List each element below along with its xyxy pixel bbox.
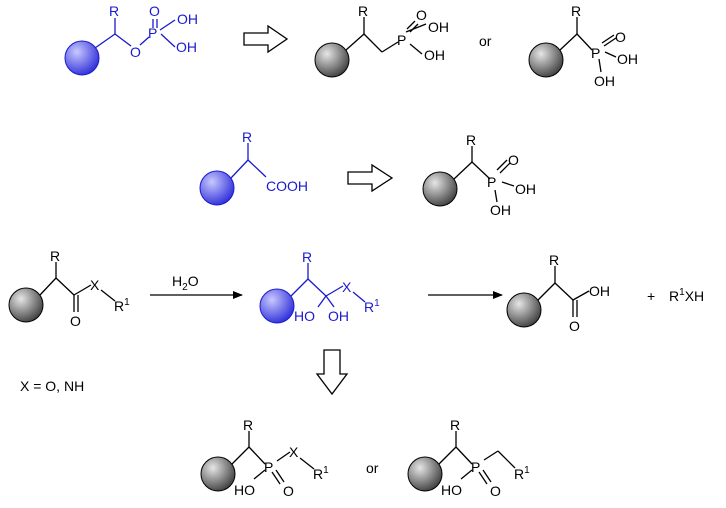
- superscript-1: 1: [679, 287, 685, 298]
- phosphonate-a-structure: R P O OH OH: [314, 3, 449, 78]
- water-reagent-label: H2O: [172, 273, 199, 293]
- retrosynthesis-arrow: [315, 349, 349, 396]
- oh-label: OH: [328, 308, 349, 324]
- ester-amide-structure: R X R1 O: [8, 248, 130, 329]
- r-letter: R: [669, 288, 679, 304]
- oh-label: OH: [490, 202, 511, 218]
- p-label: P: [487, 174, 496, 190]
- carboxylic-acid-structure: R COOH: [199, 129, 308, 206]
- subscript-2: 2: [182, 282, 188, 293]
- o-carbonyl-label: O: [70, 313, 81, 329]
- xh-label: XH: [685, 288, 704, 304]
- p-label: P: [397, 32, 406, 48]
- oh-label: OH: [424, 47, 445, 63]
- p-label: P: [591, 45, 600, 61]
- retrosynthesis-arrow: [347, 163, 394, 193]
- o-double-label: O: [283, 483, 294, 499]
- grey-sphere: [314, 42, 350, 78]
- o-double-label: O: [149, 3, 160, 19]
- superscript-1: 1: [124, 297, 130, 308]
- ho-label: HO: [441, 482, 462, 498]
- superscript-1: 1: [524, 465, 530, 476]
- r1-label: R1: [514, 465, 530, 482]
- grey-sphere: [8, 287, 44, 323]
- grey-sphere: [200, 456, 236, 492]
- r-label: R: [109, 3, 119, 19]
- r-letter: R: [364, 299, 374, 315]
- blue-sphere: [64, 40, 100, 76]
- x-definition: X = O, NH: [20, 378, 84, 394]
- r-letter: R: [514, 466, 524, 482]
- r-label: R: [549, 252, 559, 268]
- o-double-label: O: [416, 7, 427, 23]
- oh-label: OH: [594, 73, 615, 89]
- phosphonate-b-structure: R P O OH OH: [528, 3, 638, 89]
- blue-sphere: [199, 170, 235, 206]
- h-letter: H: [172, 273, 182, 289]
- ho-label: HO: [234, 482, 255, 498]
- p-label: P: [471, 459, 480, 475]
- p-label: P: [148, 25, 157, 41]
- oh-label: OH: [515, 181, 536, 197]
- phosphate-ester-structure: R O P O OH OH: [64, 3, 198, 76]
- grey-sphere: [506, 292, 542, 328]
- r-label: R: [50, 248, 60, 264]
- grey-sphere: [407, 456, 443, 492]
- x-label: X: [90, 277, 100, 293]
- p-label: P: [264, 459, 273, 475]
- r-label: R: [466, 132, 476, 148]
- oh-label: OH: [617, 51, 638, 67]
- acid-product-structure: R OH O: [506, 252, 610, 334]
- r1-label: R1: [313, 465, 329, 482]
- r-label: R: [242, 129, 252, 145]
- o-double-label: O: [615, 29, 626, 45]
- oh-label: OH: [176, 39, 197, 55]
- superscript-1: 1: [323, 465, 329, 476]
- r-label: R: [450, 417, 460, 433]
- r-letter: R: [313, 466, 323, 482]
- phosphonate-structure: R P O OH OH: [422, 132, 536, 218]
- oh-label: OH: [177, 11, 198, 27]
- r1-label: R1: [114, 297, 130, 314]
- or-text: or: [479, 33, 492, 49]
- phosphonate-ester-structure: R P X R1 HO O: [200, 417, 329, 499]
- grey-sphere: [528, 42, 564, 78]
- o-double-label: O: [508, 152, 519, 168]
- or-text: or: [366, 460, 379, 476]
- phosphinate-structure: R P HO O R1: [407, 417, 530, 499]
- tetrahedral-intermediate-structure: R X R1 HO OH: [259, 249, 380, 324]
- oh-label: OH: [428, 19, 449, 35]
- superscript-1: 1: [374, 298, 380, 309]
- r-label: R: [358, 3, 368, 19]
- grey-sphere: [422, 171, 458, 207]
- byproduct-label: R1XH: [669, 287, 704, 304]
- x-label: X: [289, 444, 299, 460]
- r-label: R: [571, 3, 581, 19]
- r-label: R: [243, 417, 253, 433]
- blue-sphere: [259, 288, 295, 324]
- o-letter: O: [188, 273, 199, 289]
- r-letter: R: [114, 298, 124, 314]
- plus-sign: +: [647, 288, 655, 304]
- x-label: X: [342, 279, 352, 295]
- r-label: R: [302, 249, 312, 265]
- oh-label: OH: [589, 283, 610, 299]
- ho-label: HO: [294, 308, 315, 324]
- cooh-label: COOH: [266, 178, 308, 194]
- retrosynthesis-arrow: [243, 24, 289, 54]
- o-carbonyl-label: O: [569, 318, 580, 334]
- o-double-label: O: [490, 483, 501, 499]
- r1-label: R1: [364, 298, 380, 315]
- o-ester-label: O: [130, 44, 141, 60]
